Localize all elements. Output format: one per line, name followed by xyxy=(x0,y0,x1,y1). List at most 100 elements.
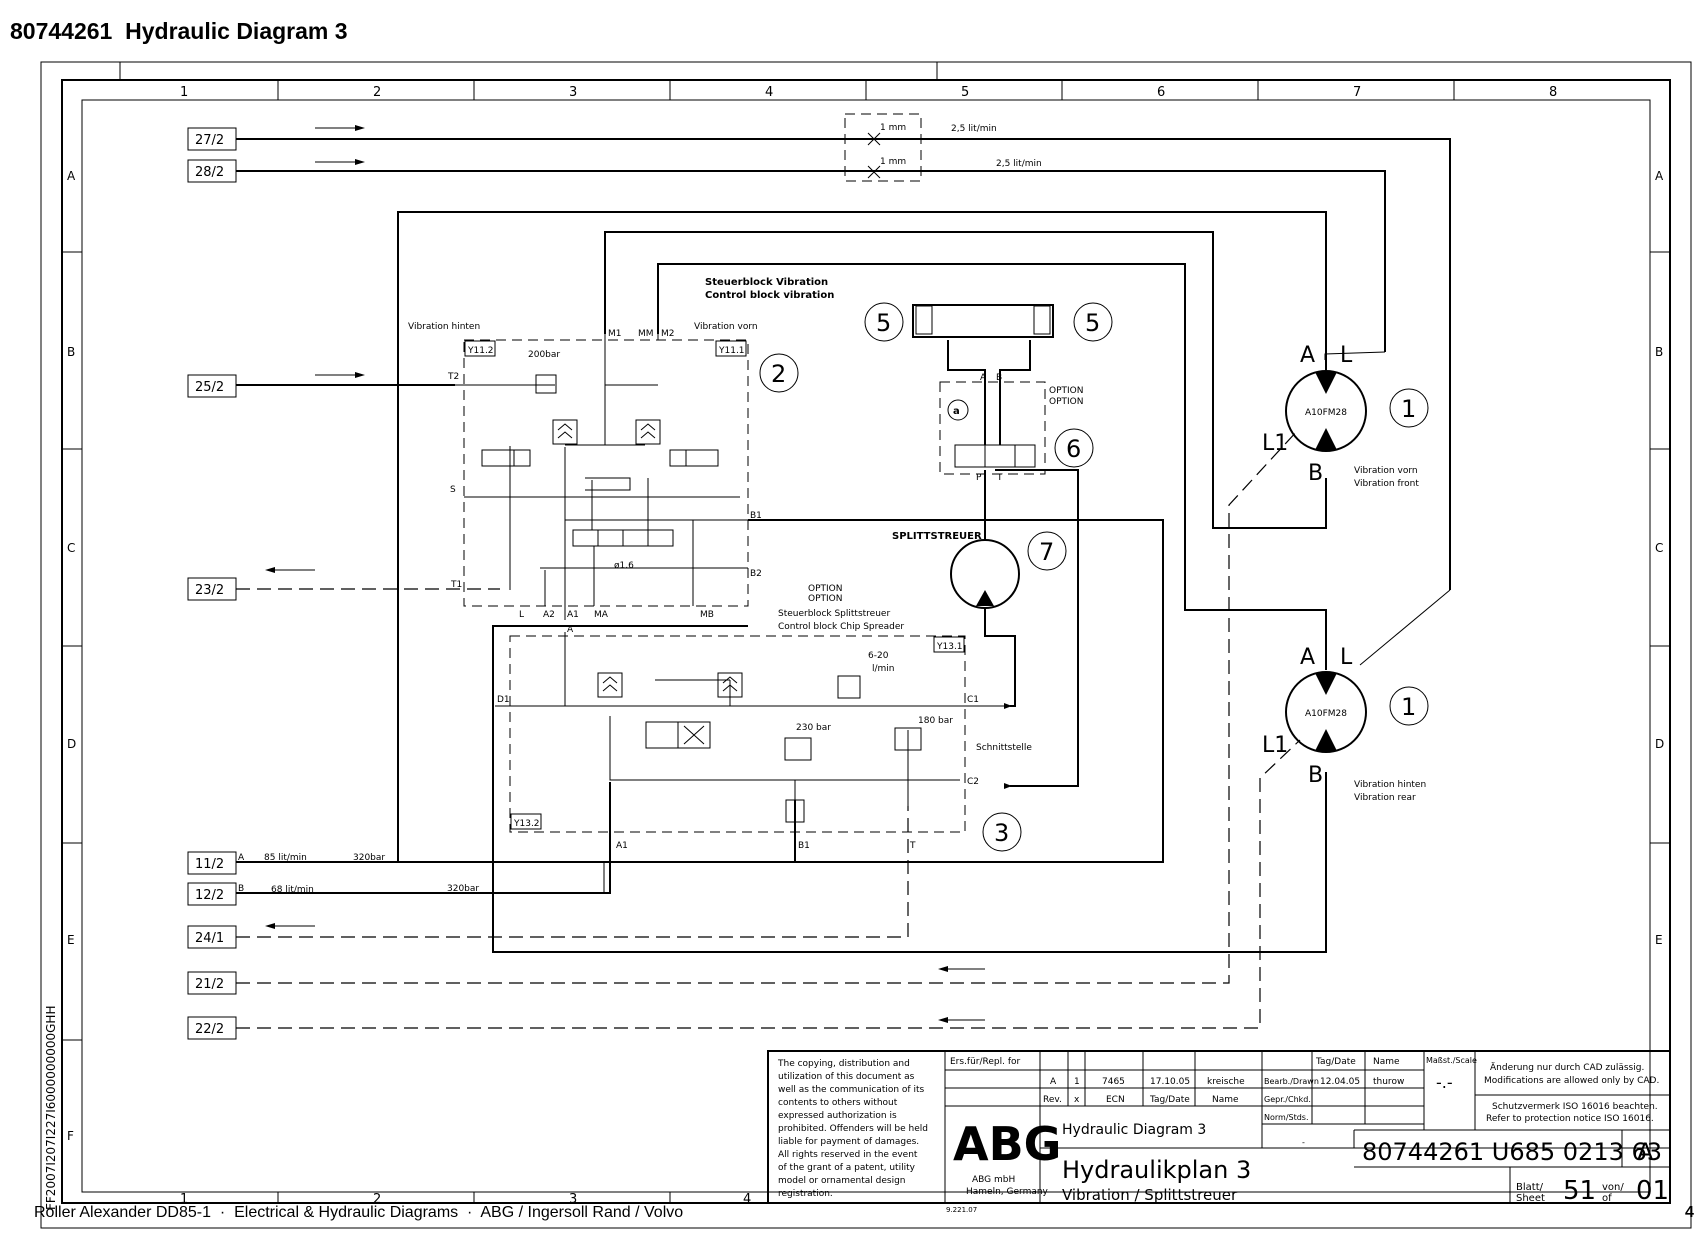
row-label: C xyxy=(1655,541,1663,555)
flow-arrows xyxy=(265,125,985,1023)
svg-text:Norm/Stds.: Norm/Stds. xyxy=(1264,1113,1309,1122)
svg-text:expressed authorization is: expressed authorization is xyxy=(778,1111,897,1121)
svg-text:M1: M1 xyxy=(608,329,622,339)
svg-text:Rev.: Rev. xyxy=(1043,1095,1062,1105)
option-valve: OPTION OPTION A B P T a xyxy=(912,304,1083,483)
row-label: E xyxy=(1655,933,1663,947)
svg-text:85 lit/min: 85 lit/min xyxy=(264,853,307,863)
side-code: FF2007I207I227I6000000000GHH xyxy=(44,1006,58,1210)
col-label: 5 xyxy=(961,85,969,100)
svg-text:x: x xyxy=(1074,1095,1080,1105)
svg-text:Tag/Date: Tag/Date xyxy=(1149,1095,1190,1105)
svg-text:l/min: l/min xyxy=(872,664,895,674)
svg-text:MB: MB xyxy=(700,610,714,620)
row-label: D xyxy=(1655,737,1664,751)
svg-text:-: - xyxy=(1302,1138,1305,1147)
svg-text:of: of xyxy=(1602,1193,1612,1204)
svg-text:P: P xyxy=(976,473,982,483)
svg-text:2,5 lit/min: 2,5 lit/min xyxy=(951,124,997,134)
svg-text:A: A xyxy=(1637,1138,1654,1166)
row-label: A xyxy=(1655,169,1664,183)
svg-text:23/2: 23/2 xyxy=(195,583,224,598)
col-label: 1 xyxy=(180,1192,188,1207)
svg-text:Vibration hinten: Vibration hinten xyxy=(1354,780,1426,790)
svg-text:B: B xyxy=(1308,763,1323,788)
row-label: B xyxy=(67,345,75,359)
svg-text:80744261 U685 0213 63: 80744261 U685 0213 63 xyxy=(1362,1138,1662,1166)
svg-text:thurow: thurow xyxy=(1373,1077,1404,1087)
svg-text:ø1.6: ø1.6 xyxy=(614,561,634,571)
svg-text:ABG mbH: ABG mbH xyxy=(972,1175,1015,1185)
svg-text:11/2: 11/2 xyxy=(195,857,224,872)
svg-text:Steuerblock Vibration: Steuerblock Vibration xyxy=(705,277,828,288)
company-logo: ABG xyxy=(953,1117,1061,1171)
callouts: 1 1 2 3 5 5 6 7 xyxy=(759,302,1429,852)
svg-text:Y11.2: Y11.2 xyxy=(467,346,494,356)
svg-text:Maßst./Scale: Maßst./Scale xyxy=(1426,1056,1477,1065)
svg-text:Schnittstelle: Schnittstelle xyxy=(976,743,1032,753)
col-label: 3 xyxy=(569,85,577,100)
svg-text:C1: C1 xyxy=(967,695,979,705)
svg-text:M2: M2 xyxy=(661,329,675,339)
svg-text:68 lit/min: 68 lit/min xyxy=(271,885,314,895)
svg-text:A: A xyxy=(1300,645,1315,670)
svg-text:A: A xyxy=(567,625,574,635)
svg-text:Y11.1: Y11.1 xyxy=(718,346,745,356)
svg-text:Vibration rear: Vibration rear xyxy=(1354,793,1416,803)
svg-text:12.04.05: 12.04.05 xyxy=(1320,1077,1360,1087)
orifice-box: 1 mm 1 mm 2,5 lit/min 2,5 lit/min xyxy=(844,113,1042,182)
svg-text:prohibited. Offenders will be: prohibited. Offenders will be held xyxy=(778,1124,928,1134)
svg-text:von/: von/ xyxy=(1602,1182,1624,1193)
svg-text:A2: A2 xyxy=(543,610,555,620)
svg-text:A1: A1 xyxy=(567,610,579,620)
svg-text:B: B xyxy=(238,884,244,894)
svg-text:The copying, distribution and: The copying, distribution and xyxy=(777,1059,910,1069)
svg-text:12/2: 12/2 xyxy=(195,888,224,903)
svg-text:28/2: 28/2 xyxy=(195,165,224,180)
control-block-vibration: Steuerblock Vibration Control block vibr… xyxy=(408,277,834,635)
col-label: 3 xyxy=(569,1192,577,1207)
svg-text:Schutzvermerk ISO 16016 beacht: Schutzvermerk ISO 16016 beachten. xyxy=(1492,1102,1658,1112)
svg-text:Modifications are allowed only: Modifications are allowed only by CAD. xyxy=(1484,1076,1659,1086)
svg-text:SPLITTSTREUER: SPLITTSTREUER xyxy=(892,531,982,542)
svg-text:T1: T1 xyxy=(450,580,462,590)
vibration-motor-front: A10FM28 A L L1 B Vibration vorn Vibratio… xyxy=(1262,343,1419,489)
line-annotations: A 85 lit/min 320bar B 68 lit/min 320bar xyxy=(238,853,479,895)
connector-27-2: 27/2 xyxy=(187,127,237,151)
svg-text:7: 7 xyxy=(1039,538,1054,566)
svg-text:01: 01 xyxy=(1636,1176,1669,1206)
svg-text:1: 1 xyxy=(1074,1077,1080,1087)
col-label: 2 xyxy=(373,85,381,100)
svg-text:5: 5 xyxy=(876,309,891,337)
col-label: 7 xyxy=(1353,85,1361,100)
svg-text:registration.: registration. xyxy=(778,1189,833,1199)
svg-text:Änderung nur durch CAD zulässi: Änderung nur durch CAD zulässig. xyxy=(1490,1062,1644,1073)
copyright-text: The copying, distribution and utilizatio… xyxy=(777,1059,928,1199)
svg-text:L: L xyxy=(1340,645,1353,670)
svg-text:Vibration vorn: Vibration vorn xyxy=(694,322,758,332)
svg-text:ECN: ECN xyxy=(1106,1095,1125,1105)
connector-22-2: 22/2 xyxy=(187,1016,237,1040)
svg-text:T: T xyxy=(996,473,1003,483)
svg-text:-.-: -.- xyxy=(1436,1073,1453,1092)
svg-text:Steuerblock Splittstreuer: Steuerblock Splittstreuer xyxy=(778,609,890,619)
svg-text:contents to others without: contents to others without xyxy=(778,1098,898,1108)
svg-text:All rights reserved in the eve: All rights reserved in the event xyxy=(778,1150,918,1160)
connector-28-2: 28/2 xyxy=(187,159,237,183)
svg-text:Ers.für/Repl. for: Ers.für/Repl. for xyxy=(950,1057,1021,1067)
col-label: 4 xyxy=(743,1192,751,1207)
svg-text:liable for payment of damages.: liable for payment of damages. xyxy=(778,1137,919,1147)
svg-text:9.221.07: 9.221.07 xyxy=(946,1206,977,1214)
svg-text:A1: A1 xyxy=(616,841,628,851)
svg-text:7465: 7465 xyxy=(1102,1077,1125,1087)
svg-text:kreische: kreische xyxy=(1207,1077,1245,1087)
page-number: 4 xyxy=(1685,1204,1694,1221)
col-label: 4 xyxy=(765,85,773,100)
col-label: 6 xyxy=(1157,85,1165,100)
title-block: The copying, distribution and utilizatio… xyxy=(767,1050,1671,1214)
svg-text:24/1: 24/1 xyxy=(195,931,224,946)
svg-text:T2: T2 xyxy=(447,372,459,382)
svg-text:utilization of this document a: utilization of this document as xyxy=(778,1072,915,1082)
svg-text:A: A xyxy=(238,853,245,863)
svg-text:A10FM28: A10FM28 xyxy=(1305,709,1347,719)
